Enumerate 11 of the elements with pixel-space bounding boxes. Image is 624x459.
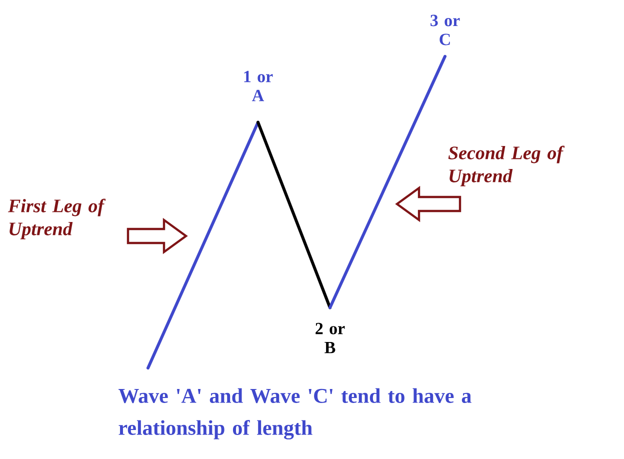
caption: Wave 'A' and Wave 'C' tend to have a relationship of length [118,388,472,440]
wave-line [256,120,332,310]
wave-label: 3 or C [430,14,460,46]
hollow-arrow [126,218,188,254]
leg-label: Second Leg of Uptrend [448,146,565,186]
wave-label: 1 or A [244,70,273,102]
wave-line [328,54,446,310]
leg-label: First Leg of Uptrend [8,198,106,240]
wave-line [146,120,260,370]
wave-label: 2 or B [316,322,345,354]
hollow-arrow [395,186,462,222]
